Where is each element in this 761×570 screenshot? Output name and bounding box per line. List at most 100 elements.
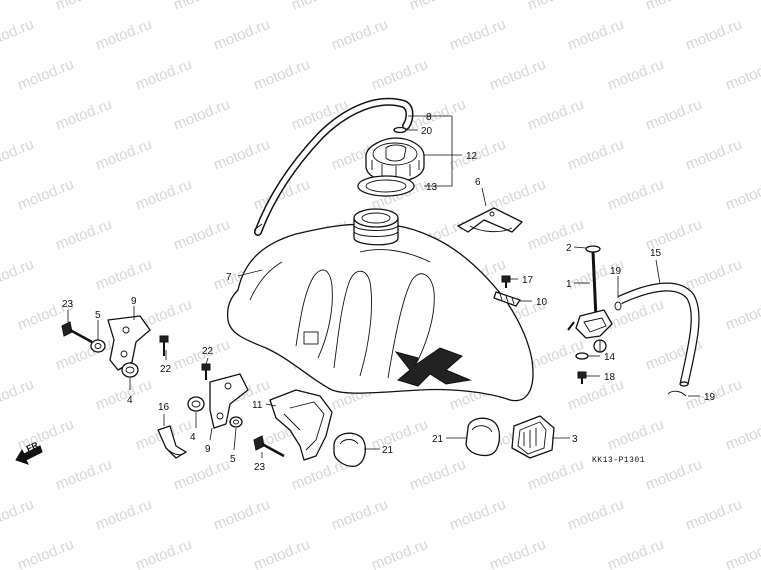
collar	[90, 339, 106, 353]
fuel-valve	[567, 245, 613, 353]
watermark-text: motod.ru	[53, 0, 114, 14]
callout-15: 15	[650, 248, 662, 259]
callout-4: 4	[127, 395, 133, 406]
watermark-text: motod.ru	[93, 376, 154, 414]
watermark-text: motod.ru	[723, 176, 761, 214]
callout-9: 9	[205, 444, 211, 455]
watermark-text: motod.ru	[211, 496, 272, 534]
callout-labels: 8 20 12 13 6 7 2 1 19 15 17 10 14 18 19 …	[62, 112, 716, 473]
watermark-text: motod.ru	[723, 56, 761, 94]
watermark-text: motod.ru	[0, 376, 36, 414]
fuel-tank	[226, 223, 534, 402]
watermark-text: motod.ru	[525, 96, 586, 134]
hose-clip	[667, 390, 687, 397]
tank-guard	[269, 389, 333, 461]
cap-gasket	[357, 175, 415, 197]
callout-1: 1	[566, 279, 572, 290]
watermark-text: motod.ru	[133, 56, 194, 94]
watermark-text: motod.ru	[605, 176, 666, 214]
watermark-text: motod.ru	[525, 216, 586, 254]
watermark-text: motod.ru	[53, 96, 114, 134]
watermark-text: motod.ru	[643, 96, 704, 134]
fuel-cap	[365, 137, 425, 183]
watermark-text: motod.ru	[289, 0, 350, 14]
callout-13: 13	[426, 182, 438, 193]
callout-2: 2	[566, 243, 572, 254]
callout-11: 11	[252, 400, 263, 411]
callout-6: 6	[475, 177, 481, 188]
callout-23: 23	[254, 462, 266, 473]
watermark-text: motod.ru	[447, 496, 508, 534]
watermark-text: motod.ru	[369, 56, 430, 94]
watermark-text: motod.ru	[407, 0, 468, 14]
collar	[229, 416, 243, 428]
watermark-text: motod.ru	[565, 16, 626, 54]
watermark-text: motod.ru	[171, 216, 232, 254]
rubber-band	[157, 425, 187, 459]
watermark-text: motod.ru	[171, 96, 232, 134]
callout-8: 8	[426, 112, 432, 123]
watermark-text: motod.ru	[723, 296, 761, 334]
watermark-text: motod.ru	[487, 536, 548, 570]
watermark-text: motod.ru	[0, 16, 36, 54]
watermark-text: motod.ru	[643, 0, 704, 14]
watermark-text: motod.ru	[525, 456, 586, 494]
watermark-text: motod.ru	[171, 0, 232, 14]
watermark-text: motod.ru	[93, 256, 154, 294]
bolt	[159, 335, 169, 356]
rubber-grommet	[187, 396, 205, 412]
valve-washer	[575, 352, 589, 360]
watermark-text: motod.ru	[93, 16, 154, 54]
watermark-text: motod.ru	[683, 136, 744, 174]
watermark-text: motod.ru	[15, 176, 76, 214]
watermark-text: motod.ru	[15, 536, 76, 570]
watermark-text: motod.ru	[723, 536, 761, 570]
callout-22: 22	[202, 346, 214, 357]
watermark-text: motod.ru	[683, 16, 744, 54]
watermark-text: motod.ru	[487, 56, 548, 94]
watermark-text: motod.ru	[407, 96, 468, 134]
callout-10: 10	[536, 297, 548, 308]
watermark-text: motod.ru	[53, 336, 114, 374]
watermark-text: motod.ru	[329, 16, 390, 54]
callout-18: 18	[604, 372, 616, 383]
watermark-text: motod.ru	[605, 416, 666, 454]
watermark-text: motod.ru	[0, 136, 36, 174]
watermark-text: motod.ru	[723, 416, 761, 454]
watermark-text: motod.ru	[565, 376, 626, 414]
watermark-text: motod.ru	[605, 56, 666, 94]
diagram-code: KK13-P1301	[592, 456, 645, 465]
watermark-text: motod.ru	[251, 536, 312, 570]
bolt	[253, 435, 285, 458]
screw	[501, 275, 511, 288]
callout-20: 20	[421, 126, 433, 137]
mounting-band	[465, 417, 501, 457]
callout-5: 5	[95, 310, 101, 321]
callout-21: 21	[382, 445, 394, 456]
watermark-text: motod.ru	[0, 496, 36, 534]
callout-19: 19	[610, 266, 622, 277]
watermark-text: motod.ru	[329, 496, 390, 534]
watermark-text: motod.ru	[211, 16, 272, 54]
watermark-text: motod.ru	[133, 536, 194, 570]
mounting-plate	[107, 315, 151, 371]
fuel-hose	[618, 282, 700, 387]
watermark-text: motod.ru	[15, 56, 76, 94]
watermark-text: motod.ru	[133, 176, 194, 214]
watermark-text: motod.ru	[643, 456, 704, 494]
leader-lines	[67, 115, 700, 458]
callout-12: 12	[466, 151, 478, 162]
watermark-text: motod.ru	[605, 296, 666, 334]
callout-17: 17	[522, 275, 534, 286]
callout-7: 7	[226, 272, 232, 283]
callout-3: 3	[572, 434, 578, 445]
spring-clip	[493, 291, 521, 307]
side-cover	[511, 415, 555, 459]
bolt	[201, 363, 211, 380]
watermark-text: motod.ru	[211, 136, 272, 174]
tank-bracket	[457, 207, 523, 233]
watermark-text: motod.ru	[369, 536, 430, 570]
breather-tube	[253, 97, 414, 236]
watermark-text: motod.ru	[525, 0, 586, 14]
